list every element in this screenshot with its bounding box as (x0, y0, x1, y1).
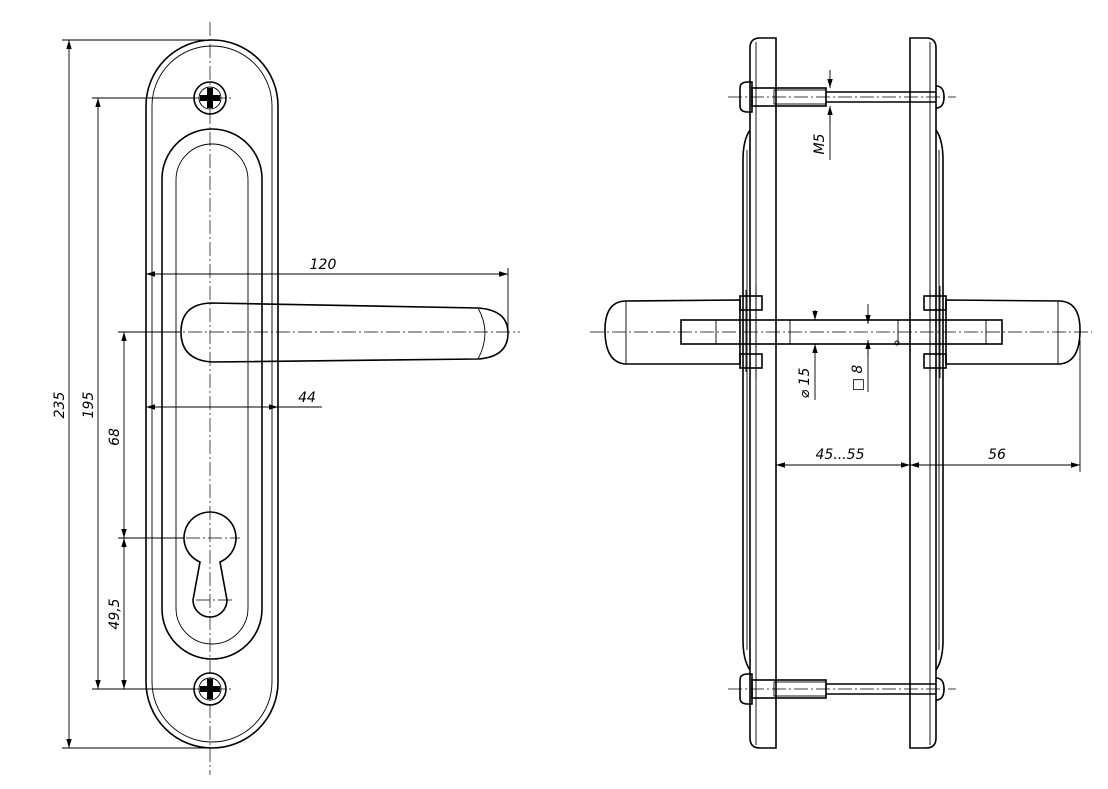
section-bottom-screw (728, 673, 956, 705)
right-plate-outer (909, 37, 937, 749)
dim-handle-offset: 44 (298, 390, 316, 406)
dim-collar-diameter: ⌀ 15 (797, 368, 813, 399)
recess-inner-edge (175, 143, 249, 645)
dim-screw-spacing: 195 (81, 392, 97, 419)
dim-handle-to-lock: 68 (107, 428, 123, 446)
right-collar (923, 286, 947, 378)
dim-spindle-square: □ 8 (850, 365, 866, 392)
front-view: 235 195 68 49,5 120 44 (52, 22, 520, 775)
backplate-inner-edge (151, 45, 273, 743)
dim-handle-projection: 56 (988, 447, 1006, 463)
handle-lever (180, 302, 509, 363)
cylinder-keyhole (183, 511, 237, 618)
left-cover (742, 129, 751, 671)
dim-overall-height: 235 (52, 392, 68, 419)
dim-screw-thread: M5 (812, 133, 828, 154)
left-plate-outer (749, 37, 777, 749)
recess-outline (161, 128, 263, 660)
left-handle-section (604, 299, 741, 365)
backplate-outline (145, 39, 279, 749)
section-top-screw (728, 81, 956, 113)
dim-lock-to-screw: 49,5 (107, 598, 123, 629)
section-view: M5 ⌀ 15 □ 8 45...55 56 (590, 37, 1092, 749)
dim-door-thickness: 45...55 (816, 447, 865, 463)
dim-handle-length: 120 (310, 257, 337, 273)
right-handle-section (945, 299, 1081, 365)
handle-tip-edge (477, 307, 486, 360)
right-cover (935, 129, 944, 671)
